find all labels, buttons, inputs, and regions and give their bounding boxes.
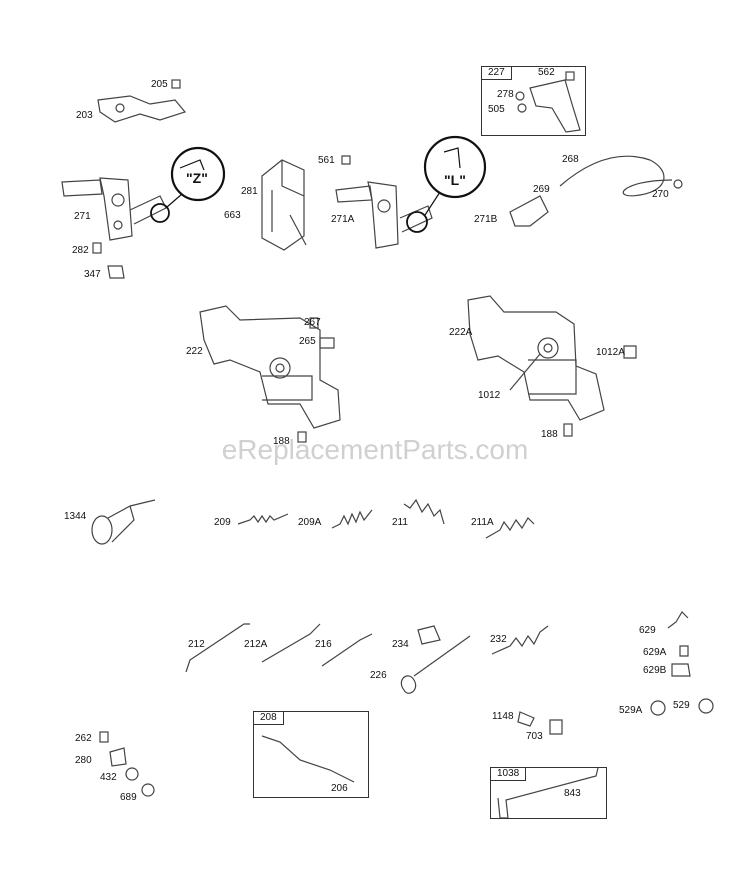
label-1012A: 1012A [596,347,625,358]
label-271: 271 [74,211,91,222]
label-282: 282 [72,245,89,256]
label-663: 663 [224,210,241,221]
label-222: 222 [186,346,203,357]
label-188-b: 188 [541,429,558,440]
part-280-bracket [109,747,127,767]
box-227-tag: 227 [481,66,512,80]
callout-z-detail [150,203,170,223]
label-505: 505 [488,104,505,115]
label-281: 281 [241,186,258,197]
part-281-cover [261,155,351,251]
callout-l-label: "L" [444,172,466,188]
part-629A-part [679,645,689,657]
part-629-spring [667,611,689,629]
box-1038 [490,767,607,819]
box-227 [481,66,586,136]
label-1344: 1344 [64,511,87,522]
label-529: 529 [673,700,690,711]
label-629B: 629B [643,665,667,676]
label-209A: 209A [298,517,322,528]
part-703-block [549,719,563,735]
part-216-rod [321,633,373,667]
label-188-a: 188 [273,436,290,447]
label-265: 265 [299,336,316,347]
part-209A-spring [331,509,373,529]
part-212-rod [185,623,250,673]
label-269: 269 [533,184,550,195]
part-689-nut [141,783,155,797]
callout-z-circle [170,146,226,202]
label-703: 703 [526,731,543,742]
part-432-washer [125,767,139,781]
label-689: 689 [120,792,137,803]
label-270: 270 [652,189,669,200]
part-211A-spring [485,517,535,539]
part-222-bracket [199,305,341,443]
label-278: 278 [497,89,514,100]
label-222A: 222A [449,327,473,338]
label-1012: 1012 [478,390,501,401]
part-843-link [497,767,599,819]
label-203: 203 [76,110,93,121]
label-206: 206 [331,783,348,794]
part-209-spring [237,513,289,525]
callout-l-detail [406,211,428,233]
label-212: 212 [188,639,205,650]
callout-z-label: "Z" [186,170,208,186]
part-529-washer [698,698,714,714]
part-262-screw [99,731,109,743]
label-529A: 529A [619,705,643,716]
label-432: 432 [100,772,117,783]
part-268-cable [509,155,683,227]
part-206-rod [261,735,355,783]
label-268: 268 [562,154,579,165]
label-561: 561 [318,155,335,166]
part-211-spring [403,498,445,525]
label-232: 232 [490,634,507,645]
callout-l-circle [423,135,487,199]
label-271B: 271B [474,214,498,225]
part-226-link [400,635,471,694]
label-205: 205 [151,79,168,90]
label-211A: 211A [471,517,494,528]
label-280: 280 [75,755,92,766]
part-282-screw [92,242,102,254]
label-347: 347 [84,269,101,280]
part-234-clip [417,625,441,645]
label-211: 211 [392,517,408,528]
label-234: 234 [392,639,409,650]
part-212A-rod [261,623,321,663]
label-226: 226 [370,670,387,681]
part-1344-knob [91,499,156,545]
box-208 [253,711,369,798]
part-203-bracket [97,79,187,123]
part-271-control [61,177,167,241]
label-562: 562 [538,67,555,78]
part-629B-part [671,663,691,677]
label-267: 267 [304,317,321,328]
label-1148: 1148 [492,711,514,722]
label-216: 216 [315,639,332,650]
label-629: 629 [639,625,656,636]
label-843: 843 [564,788,581,799]
part-222A-bracket [467,295,637,437]
box-208-tag: 208 [253,711,284,725]
part-347-nut [107,265,125,279]
part-227-assembly [515,71,581,133]
label-629A: 629A [643,647,667,658]
label-271A: 271A [331,214,355,225]
part-529A-washer [650,700,666,716]
label-212A: 212A [244,639,268,650]
label-262: 262 [75,733,92,744]
box-1038-tag: 1038 [490,767,527,781]
part-1148-clip [517,711,535,727]
watermark: eReplacementParts.com [221,434,529,465]
label-209: 209 [214,517,231,528]
part-232-spring [491,625,549,655]
